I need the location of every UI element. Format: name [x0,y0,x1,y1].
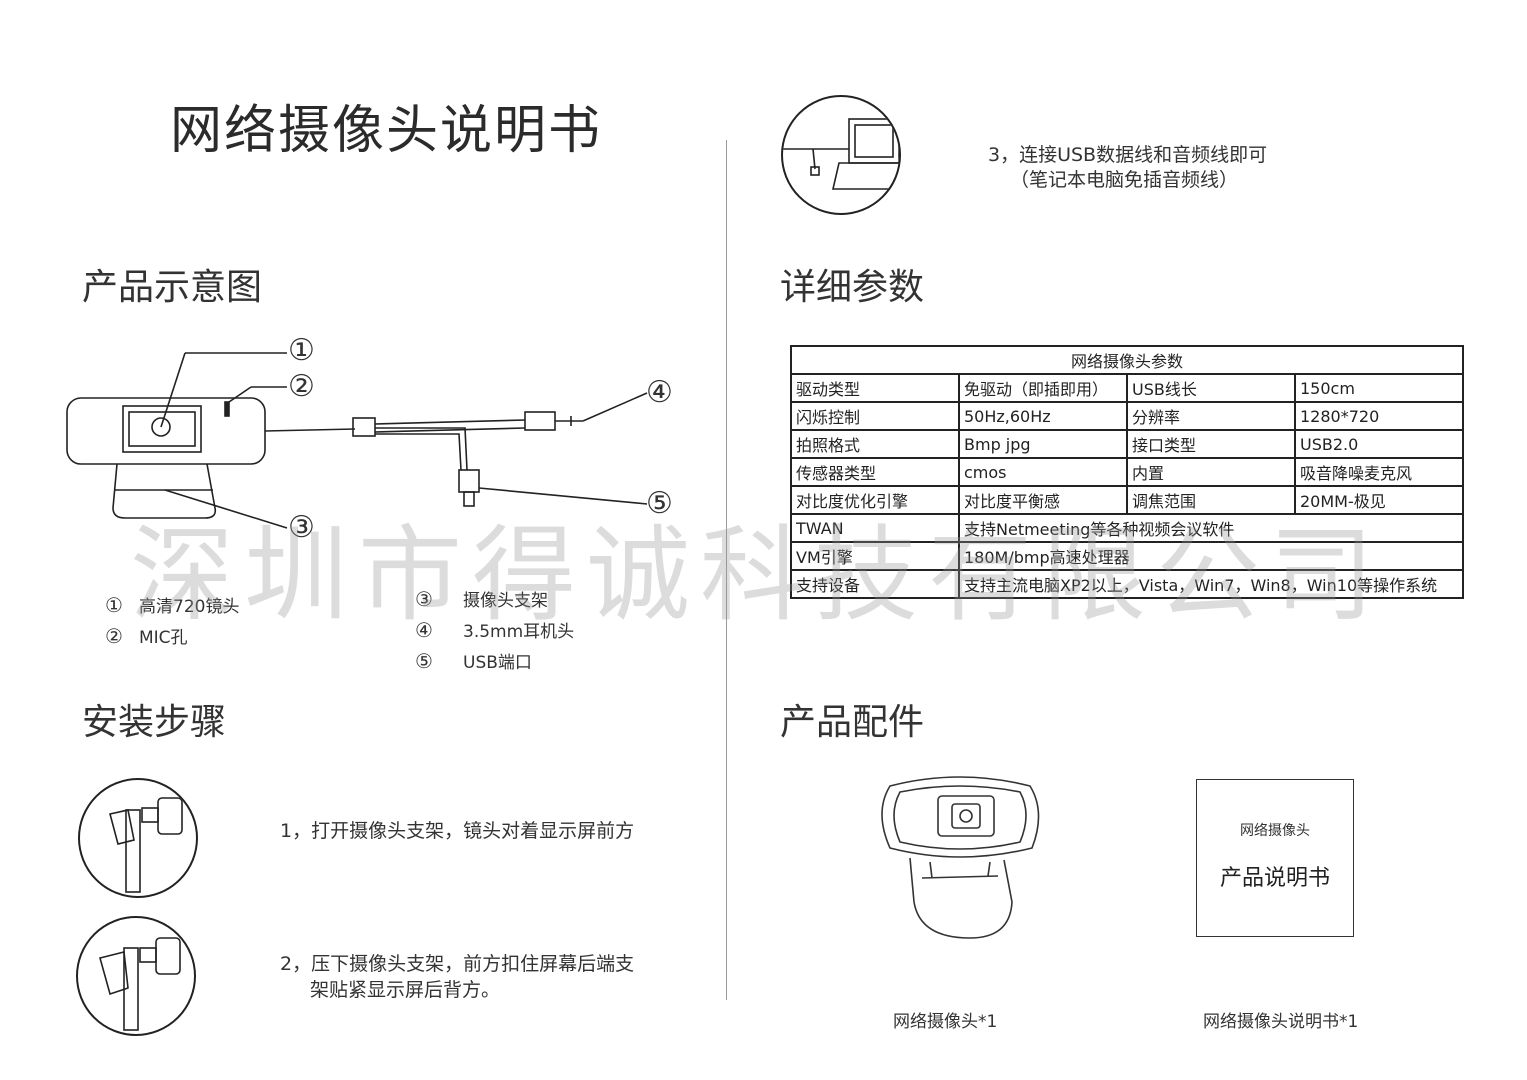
manual-box-line2: 产品说明书 [1219,866,1330,891]
callout-4: ④ [646,375,673,410]
table-cell: 拍照格式 [790,429,960,459]
table-cell: 接口类型 [1126,429,1296,459]
step-3-text-line2: （笔记本电脑免插音频线） [1010,169,1239,191]
table-cell: 吸音降噪麦克风 [1293,457,1465,487]
legend-number: ① [105,593,123,617]
legend-number: ⑤ [415,649,433,673]
legend-number: ④ [415,618,433,642]
table-cell: 内置 [1126,457,1296,487]
table-row: TWAN 支持Netmeeting等各种视频会议软件 [790,513,1465,543]
legend-item: ② MIC孔 [105,623,188,648]
legend-label: 高清720镜头 [139,597,240,617]
table-cell: VM引擎 [790,541,960,571]
table-cell: 传感器类型 [790,457,960,487]
table-cell: 1280*720 [1293,401,1465,431]
callout-5: ⑤ [646,486,673,521]
table-header: 网络摄像头参数 [789,345,1465,375]
section-title-accessories: 产品配件 [780,702,925,743]
product-diagram [66,352,648,529]
table-cell: 驱动类型 [790,373,960,403]
page-divider [726,140,727,1000]
legend-label: MIC孔 [139,628,188,648]
camera-illustration [66,352,648,529]
legend-label: 3.5mm耳机头 [463,622,575,642]
legend-number: ③ [415,587,433,611]
table-cell: 调焦范围 [1126,485,1296,515]
table-cell: 对比度平衡感 [958,485,1128,515]
step-2-text-line1: 2，压下摄像头支架，前方扣住屏幕后端支 [280,953,635,975]
step-2-illustration [76,916,196,1036]
legend-item: ⑤ USB端口 [415,648,532,673]
accessory-camera-illustration [881,776,1040,939]
legend-number: ② [105,624,123,648]
legend-item: ③ 摄像头支架 [415,586,548,611]
step-3-illustration [781,95,901,215]
callout-2: ② [288,369,315,404]
table-row: 闪烁控制 50Hz,60Hz 分辨率 1280*720 [790,401,1465,431]
table-row: VM引擎 180M/bmp高速处理器 [790,541,1465,571]
caption-manual: 网络摄像头说明书*1 [1203,1012,1359,1032]
step-2-text-line2: 架贴紧显示屏后背方。 [310,979,501,1001]
table-row: 对比度优化引擎 对比度平衡感 调焦范围 20MM-极见 [790,485,1465,515]
table-cell: 支持主流电脑XP2以上，Vista，Win7，Win8，Win10等操作系统 [957,569,1465,599]
callout-3: ③ [288,510,315,545]
table-cell: 150cm [1293,373,1465,403]
table-row: 拍照格式 Bmp jpg 接口类型 USB2.0 [790,429,1465,459]
table-cell: 免驱动（即插即用） [958,373,1128,403]
manual-box-line1: 网络摄像头 [1240,823,1310,839]
legend-item: ① 高清720镜头 [105,592,239,617]
table-cell: Bmp jpg [958,429,1128,459]
table-cell: 支持设备 [790,569,960,599]
caption-camera: 网络摄像头*1 [893,1012,998,1032]
step-1-illustration [78,778,198,898]
table-header-row: 网络摄像头参数 [789,345,1465,375]
step-1-text: 1，打开摄像头支架，镜头对着显示屏前方 [280,820,635,842]
table-cell: 对比度优化引擎 [790,485,960,515]
table-cell: cmos [958,457,1128,487]
table-row: 传感器类型 cmos 内置 吸音降噪麦克风 [790,457,1465,487]
legend-label: 摄像头支架 [463,591,548,611]
table-cell: 闪烁控制 [790,401,960,431]
section-title-diagram: 产品示意图 [82,267,263,308]
step-3-text-line1: 3，连接USB数据线和音频线即可 [988,144,1268,166]
table-cell: 分辨率 [1126,401,1296,431]
table-cell: USB2.0 [1293,429,1465,459]
table-row: 驱动类型 免驱动（即插即用） USB线长 150cm [790,373,1465,403]
table-cell: 支持Netmeeting等各种视频会议软件 [957,513,1465,543]
table-cell: 180M/bmp高速处理器 [957,541,1465,571]
legend-item: ④ 3.5mm耳机头 [415,617,574,642]
accessory-manual-box: 网络摄像头 产品说明书 [1196,779,1354,937]
legend-label: USB端口 [463,653,532,673]
table-row: 支持设备 支持主流电脑XP2以上，Vista，Win7，Win8，Win10等操… [790,569,1465,599]
table-cell: USB线长 [1126,373,1296,403]
callout-1: ① [288,333,315,368]
section-title-params: 详细参数 [780,267,925,308]
table-cell: 20MM-极见 [1293,485,1465,515]
section-title-install: 安装步骤 [82,702,227,743]
spec-table: 网络摄像头参数 驱动类型 免驱动（即插即用） USB线长 150cm 闪烁控制 … [789,345,1465,599]
table-cell: TWAN [790,513,960,543]
table-cell: 50Hz,60Hz [958,401,1128,431]
page-title: 网络摄像头说明书 [170,101,603,161]
